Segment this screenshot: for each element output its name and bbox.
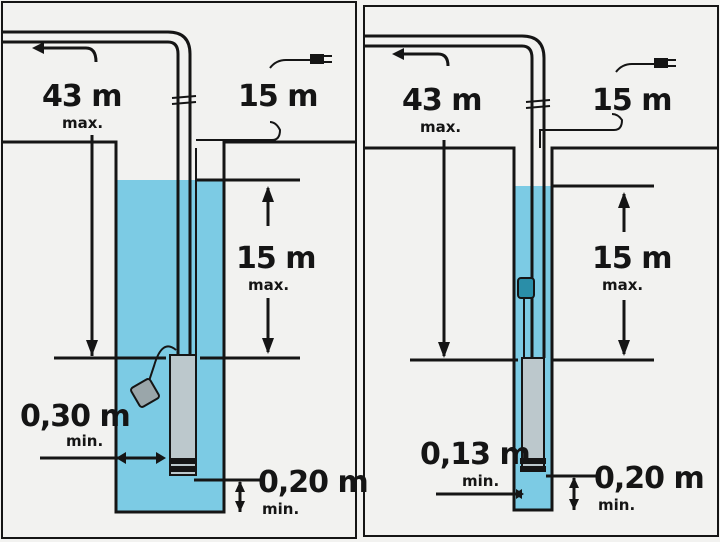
left-bottom-clearance-marker (194, 478, 262, 512)
left-side-clearance-label: min. (66, 432, 103, 450)
left-side-clearance-marker (40, 452, 166, 464)
right-side-clearance-marker (436, 489, 524, 499)
right-power-cable (523, 58, 676, 360)
left-pump (169, 354, 197, 476)
right-bottom-clearance-value: 0,20 m (594, 461, 704, 496)
right-panel-frame (363, 5, 719, 537)
right-immersion-depth-label: max. (602, 276, 643, 294)
left-discharge-height-marker (32, 42, 98, 356)
left-discharge-height-label: max. (62, 114, 103, 132)
right-bottom-clearance-label: min. (598, 496, 635, 514)
right-panel: 43 m max. 15 m 15 m max. 0,13 m min. 0,2… (363, 5, 719, 537)
right-float-switch (517, 277, 535, 299)
left-immersion-depth-value: 15 m (236, 241, 315, 276)
left-cable-length-value: 15 m (238, 79, 317, 114)
right-pump (520, 357, 546, 472)
left-bottom-clearance-value: 0,20 m (258, 465, 368, 500)
left-discharge-height-value: 43 m (42, 79, 121, 114)
left-panel: 43 m max. 15 m 15 m max. 0,30 m min. (1, 1, 369, 539)
left-well-walls (2, 140, 356, 514)
right-immersion-depth-value: 15 m (592, 241, 671, 276)
right-discharge-pipe (364, 34, 551, 358)
right-immersion-marker (410, 184, 654, 362)
left-immersion-marker (54, 178, 300, 360)
left-side-clearance-value: 0,30 m (20, 399, 130, 434)
left-bottom-clearance-label: min. (262, 500, 299, 518)
right-side-clearance-value: 0,13 m (420, 437, 530, 472)
left-discharge-pipe (2, 30, 197, 355)
left-power-cable (195, 54, 332, 360)
right-discharge-height-value: 43 m (402, 83, 481, 118)
left-immersion-depth-label: max. (248, 276, 289, 294)
right-well-walls (364, 146, 718, 512)
right-discharge-height-marker (392, 48, 450, 358)
left-float-switch (130, 345, 177, 408)
right-bottom-clearance-marker (546, 474, 596, 510)
right-side-clearance-label: min. (462, 472, 499, 490)
left-panel-frame (1, 1, 357, 539)
right-cable-length-value: 15 m (592, 83, 671, 118)
right-discharge-height-label: max. (420, 118, 461, 136)
